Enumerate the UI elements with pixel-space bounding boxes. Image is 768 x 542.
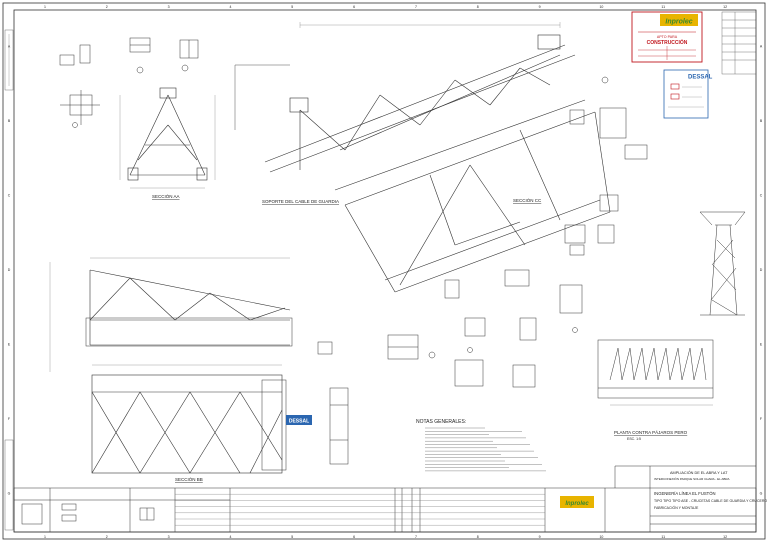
section-aa-label: SECCIÓN AA xyxy=(152,193,180,199)
ruler-left-label: A xyxy=(8,44,11,48)
ruler-top-label: 2 xyxy=(106,5,108,9)
ruler-side: A A B B C C D D E E F F G G xyxy=(8,44,763,495)
lightning-plan-scale: ESC. 1:5 xyxy=(627,437,641,441)
ruler-top-label: 6 xyxy=(353,5,355,9)
ruler-left-label: D xyxy=(8,268,11,272)
ruler-bottom-label: 4 xyxy=(229,535,231,539)
stamp-sign-lines xyxy=(638,46,696,60)
notes-lines xyxy=(425,427,546,472)
ruler-left-label: G xyxy=(8,492,11,496)
ruler-top-label: 4 xyxy=(229,5,231,9)
drawing-line-2: TIPO TIPO TIPO ASE - CRUCETAS CABLE DE G… xyxy=(654,499,767,503)
guard-cable-support-label: SOPORTE DEL CABLE DE GUARDIA xyxy=(262,199,339,204)
ruler-bottom-label: 10 xyxy=(599,535,603,539)
stamp-brand: Inprolec xyxy=(665,19,692,26)
detail-top-left xyxy=(59,37,199,128)
ruler-bottom-label: 1 xyxy=(44,535,46,539)
guard-cable-support-view xyxy=(234,22,576,173)
ruler-bottom-label: 12 xyxy=(723,535,727,539)
title-logo-text: Inprolec xyxy=(565,501,589,507)
ruler-left-label: C xyxy=(8,193,11,197)
symbol-legend xyxy=(21,503,155,525)
drawing-line-1: INGENIERÍA LÍNEA EL FUSTÓN xyxy=(654,491,716,496)
ruler-top-label: 5 xyxy=(291,5,293,9)
ruler-top-label: 11 xyxy=(661,5,665,9)
ruler-bottom-label: 7 xyxy=(415,535,417,539)
project-line-2: INTERCONEXIÓN PARQUE SOLAR CHARA - EL AB… xyxy=(654,476,730,481)
drawing-line-3: FABRICACIÓN Y MONTAJE xyxy=(654,505,699,510)
ruler-bottom-label: 3 xyxy=(168,535,170,539)
ruler-bottom-label: 11 xyxy=(661,535,665,539)
ruler-bottom-label: 6 xyxy=(353,535,355,539)
ruler-left-label: F xyxy=(8,417,10,421)
ruler-bottom-label: 8 xyxy=(477,535,479,539)
ruler-top-label: 9 xyxy=(539,5,541,9)
dessal-badge-text: DESSAL xyxy=(289,419,309,425)
section-bb-label: SECCIÓN BB xyxy=(175,476,203,482)
notes-title: NOTAS GENERALES: xyxy=(416,419,466,425)
section-cc-view xyxy=(334,99,611,293)
section-cc-label: SECCIÓN CC xyxy=(513,197,542,203)
dessal-badge xyxy=(286,415,312,425)
ruler-right-label: E xyxy=(760,343,763,347)
ruler-right-label: F xyxy=(760,417,762,421)
left-note-strip xyxy=(4,29,14,531)
tower-elevation xyxy=(699,211,746,316)
ruler-top-label: 10 xyxy=(599,5,603,9)
ruler-right-label: B xyxy=(760,119,763,123)
ruler-top-label: 8 xyxy=(477,5,479,9)
title-logo-bg xyxy=(560,496,594,508)
title-block xyxy=(13,465,757,533)
ruler-left-label: B xyxy=(8,119,11,123)
lightning-plan-label: PLANTA CONTRA PÁJAROS PERO xyxy=(614,429,688,435)
ruler-right-label: G xyxy=(760,492,763,496)
ruler-right-label: A xyxy=(760,44,763,48)
ruler-left-label: E xyxy=(8,343,11,347)
revision-table xyxy=(721,11,757,75)
section-aa-view xyxy=(119,87,216,189)
ruler-top-label: 12 xyxy=(723,5,727,9)
lightning-plan-view xyxy=(597,339,714,406)
client-box xyxy=(663,69,709,119)
stamp-status-1: APTO PARA xyxy=(657,35,678,39)
ruler-bottom-label: 9 xyxy=(539,535,541,539)
ruler-top-label: 3 xyxy=(168,5,170,9)
title-block-rows xyxy=(175,494,545,526)
ruler-bottom-label: 2 xyxy=(106,535,108,539)
section-bb-view xyxy=(49,257,293,474)
stamp-status-2: CONSTRUCCIÓN xyxy=(647,38,688,46)
ruler-top-label: 1 xyxy=(44,5,46,9)
ruler-right-label: C xyxy=(760,193,763,197)
client-box-brand: DESSAL xyxy=(688,75,713,81)
project-line-1: AMPLIACIÓN DE EL ABRA Y LAT xyxy=(670,470,728,475)
ruler-bottom-label: 5 xyxy=(291,535,293,539)
ruler-top-label: 7 xyxy=(415,5,417,9)
detail-connections xyxy=(317,76,648,465)
ruler-right-label: D xyxy=(760,268,763,272)
